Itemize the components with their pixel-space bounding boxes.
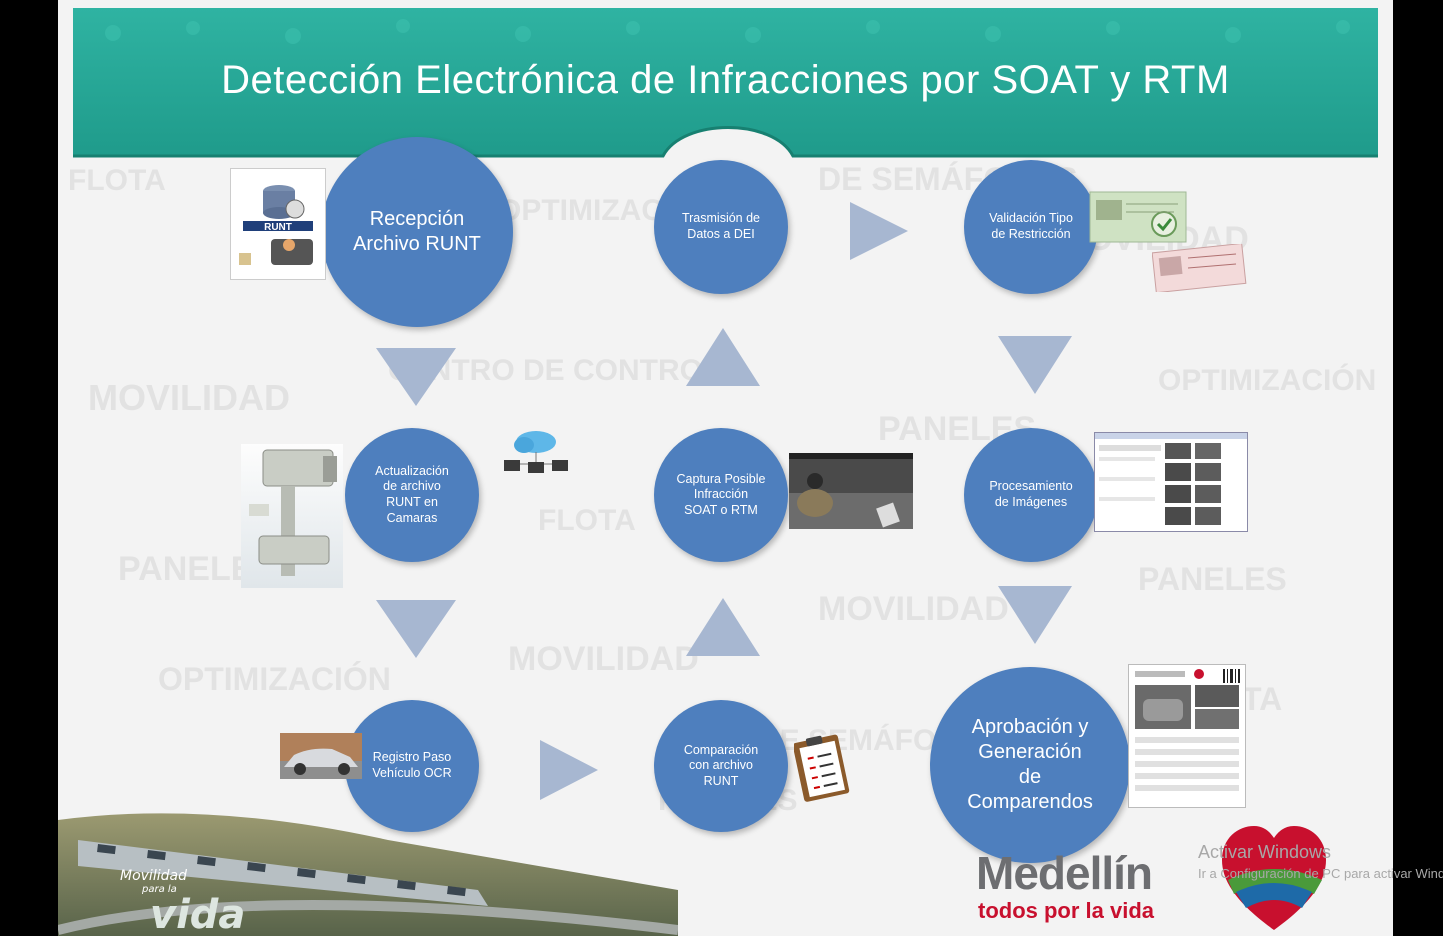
arrow-right-icon [850,202,908,260]
activate-windows-subtitle[interactable]: Ir a Configuración de PC para activar Wi… [1198,866,1443,881]
arrow-down-icon [376,348,456,406]
node-recepcion-archivo-runt: Recepción Archivo RUNT [321,137,513,327]
node-validacion-tipo-restriccion: Validación Tipo de Restricción [964,160,1098,294]
node-aprobacion-comparendos: Aprobación y Generación de Comparendos [930,667,1130,863]
node-comparacion-archivo-runt: Comparación con archivo RUNT [654,700,788,832]
header-banner [73,8,1378,158]
runt-database-icon: RUNT [230,168,326,280]
node-procesamiento-imagenes: Procesamiento de Imágenes [964,428,1098,562]
svg-text:FLOTA: FLOTA [538,504,636,537]
arrow-down-icon [998,336,1072,394]
image-processing-screenshot-icon [1094,432,1248,532]
svg-text:MOVILIDAD: MOVILIDAD [88,377,290,418]
activate-windows-title: Activar Windows [1198,842,1332,862]
slide-title: Detección Electrónica de Infracciones po… [221,58,1230,102]
svg-text:PANELES: PANELES [1138,561,1287,597]
arrow-down-icon [376,600,456,658]
bottom-logo-line1: Movilidad [120,868,187,884]
node-actualizacion-archivo-runt: Actualización de archivo RUNT en Camaras [345,428,479,562]
bottom-metro-illustration [58,813,678,936]
svg-text:MOVILIDAD: MOVILIDAD [818,590,1009,628]
bottom-logo-line3: vida [150,892,246,936]
citation-document-icon [1128,664,1246,808]
node-registro-paso-vehiculo: Registro Paso Vehículo OCR [345,700,479,832]
slide: FLOTA PANELES OPTIMIZACIÓN DE SEMÁFOROS … [58,0,1393,936]
camera-pole-icon [241,444,343,588]
arrow-down-icon [998,586,1072,644]
document-restriction-icon [1088,190,1188,246]
medellin-logo-name: Medellín [976,847,1153,899]
svg-text:OPTIMIZACIÓN: OPTIMIZACIÓN [1158,363,1376,397]
car-photo-icon [280,733,362,779]
runt-logo-text: RUNT [264,222,292,233]
svg-text:OPTIMIZACIÓN: OPTIMIZACIÓN [158,661,391,697]
arrow-right-icon [540,740,598,800]
license-document-icon [1151,242,1248,294]
heart-logo-icon [1222,826,1326,930]
arrow-up-icon [686,598,760,656]
node-trasmision-datos-dei: Trasmisión de Datos a DEI [654,160,788,294]
cloud-network-icon [502,428,570,478]
arrow-up-icon [686,328,760,386]
clipboard-checklist-icon [792,732,850,802]
bottom-logo-line2: para la [142,884,177,895]
svg-text:FLOTA: FLOTA [68,164,166,197]
motorcycle-photo-icon [789,453,913,529]
node-captura-posible-infraccion: Captura Posible Infracción SOAT o RTM [654,428,788,562]
svg-text:MOVILIDAD: MOVILIDAD [508,640,699,678]
medellin-logo-slogan: todos por la vida [978,898,1155,923]
